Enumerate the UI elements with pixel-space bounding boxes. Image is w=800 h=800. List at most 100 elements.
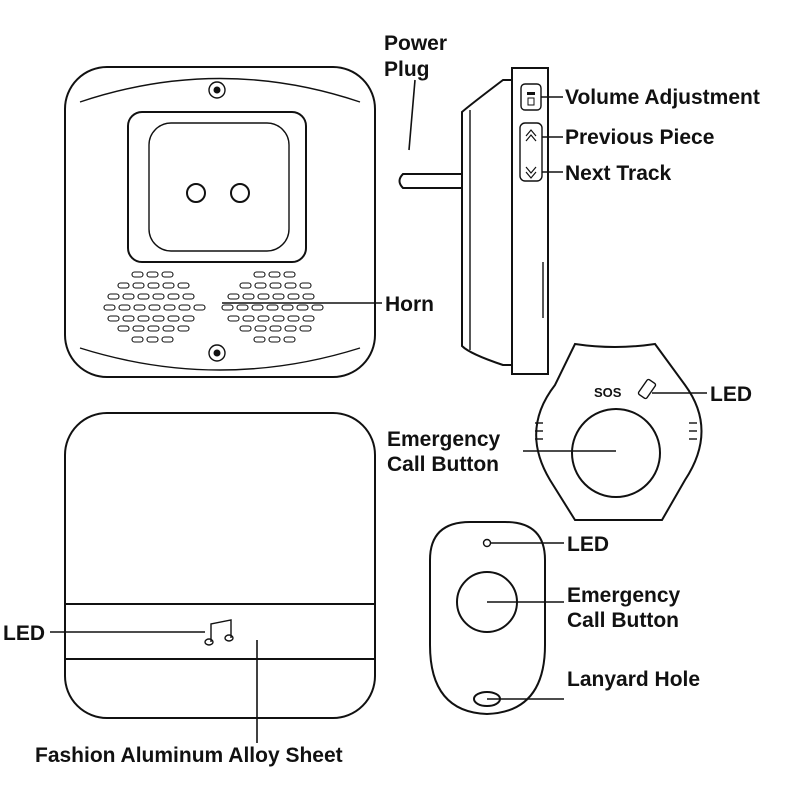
fob-led [482, 538, 492, 548]
power-plug-label-line1: Power [384, 32, 447, 55]
volume-adjustment-label: Volume Adjustment [565, 86, 760, 109]
emergency-call-label-2-line1: Emergency [567, 584, 681, 607]
grille-slot [152, 293, 165, 300]
grille-slot [281, 304, 294, 311]
grille-slot [133, 304, 146, 311]
lanyard-hole-label: Lanyard Hole [567, 668, 700, 691]
grille-slot [117, 325, 130, 332]
grille-slot [118, 304, 131, 311]
pendant-led [637, 378, 657, 400]
emergency-call-label-2-line2: Call Button [567, 609, 679, 632]
power-plug-pin [398, 173, 462, 189]
grille-slot [163, 304, 176, 311]
fob-body [429, 521, 546, 716]
labels: Power Plug Volume Adjustment Previous Pi… [3, 32, 760, 767]
grille-slot [287, 315, 300, 322]
pendant-call-button [571, 408, 661, 498]
grille-slot [122, 293, 135, 300]
grille-slot [299, 325, 312, 332]
grille-slot [146, 336, 159, 343]
grille-slot [227, 293, 240, 300]
grille-slot [148, 304, 161, 311]
grille-slot [253, 336, 266, 343]
grille-slot [242, 293, 255, 300]
previous-piece-label: Previous Piece [565, 126, 714, 149]
grille-slot [299, 282, 312, 289]
grille-slot [117, 282, 130, 289]
grille-slot [182, 315, 195, 322]
grille-slot [177, 282, 190, 289]
grille-slot [221, 304, 234, 311]
grille-slot [132, 282, 145, 289]
receiver-side-view [398, 67, 549, 375]
grille-slot [146, 271, 159, 278]
sos-led-label: LED [710, 383, 752, 406]
key-fob [429, 521, 546, 716]
sos-text: SOS [594, 385, 622, 400]
music-note-icon [204, 619, 234, 646]
grille-slot [254, 282, 267, 289]
grille-slot [236, 304, 249, 311]
sos-pendant [535, 342, 703, 521]
grille-slot [131, 271, 144, 278]
pendant-vent-left [535, 422, 543, 440]
speaker-grille [103, 271, 324, 343]
grille-slot [167, 293, 180, 300]
alloy-body-outline [64, 412, 376, 719]
socket-hole-left [186, 183, 206, 203]
socket-face [148, 122, 290, 252]
receiver-front-view [64, 66, 376, 378]
grille-slot [287, 293, 300, 300]
grille-slot [193, 304, 206, 311]
socket-hole-right [230, 183, 250, 203]
grille-slot [302, 293, 315, 300]
grille-slot [266, 304, 279, 311]
grille-slot [131, 336, 144, 343]
grille-slot [162, 282, 175, 289]
volume-icon [527, 92, 535, 106]
grille-slot [162, 325, 175, 332]
socket-frame [127, 111, 307, 263]
grille-slot [239, 282, 252, 289]
grille-slot [239, 325, 252, 332]
fashion-sheet-label: Fashion Aluminum Alloy Sheet [35, 744, 343, 767]
grille-slot [284, 325, 297, 332]
grille-slot [257, 315, 270, 322]
grille-slot [302, 315, 315, 322]
grille-slot [269, 325, 282, 332]
receiver-bottom-bezel [79, 347, 361, 371]
grille-slot [161, 271, 174, 278]
receiver-body-outline [64, 66, 376, 378]
grille-slot [284, 282, 297, 289]
grille-slot [137, 315, 150, 322]
leader-lines [50, 79, 707, 743]
grille-slot [161, 336, 174, 343]
grille-slot [269, 282, 282, 289]
side-profile [461, 79, 512, 366]
grille-slot [103, 304, 116, 311]
grille-slot [147, 325, 160, 332]
previous-icon [525, 129, 537, 142]
previous-button [519, 122, 543, 182]
emergency-call-label-1-line2: Call Button [387, 453, 499, 476]
receiver-top-bezel [79, 77, 361, 103]
horn-label: Horn [385, 293, 434, 316]
grille-slot [107, 293, 120, 300]
leader-power-plug [408, 79, 416, 151]
grille-slot [272, 293, 285, 300]
grille-slot [182, 293, 195, 300]
grille-slot [107, 315, 120, 322]
grille-slot [296, 304, 309, 311]
grille-slot [253, 271, 266, 278]
grille-slot [242, 315, 255, 322]
grille-slot [177, 325, 190, 332]
grille-slot [283, 271, 296, 278]
grille-slot [147, 282, 160, 289]
grille-slot [137, 293, 150, 300]
pendant-vent-right [689, 422, 697, 440]
alloy-sheet-view [64, 412, 376, 719]
top-screw-icon [208, 81, 226, 99]
grille-slot [251, 304, 264, 311]
volume-button [520, 83, 542, 111]
